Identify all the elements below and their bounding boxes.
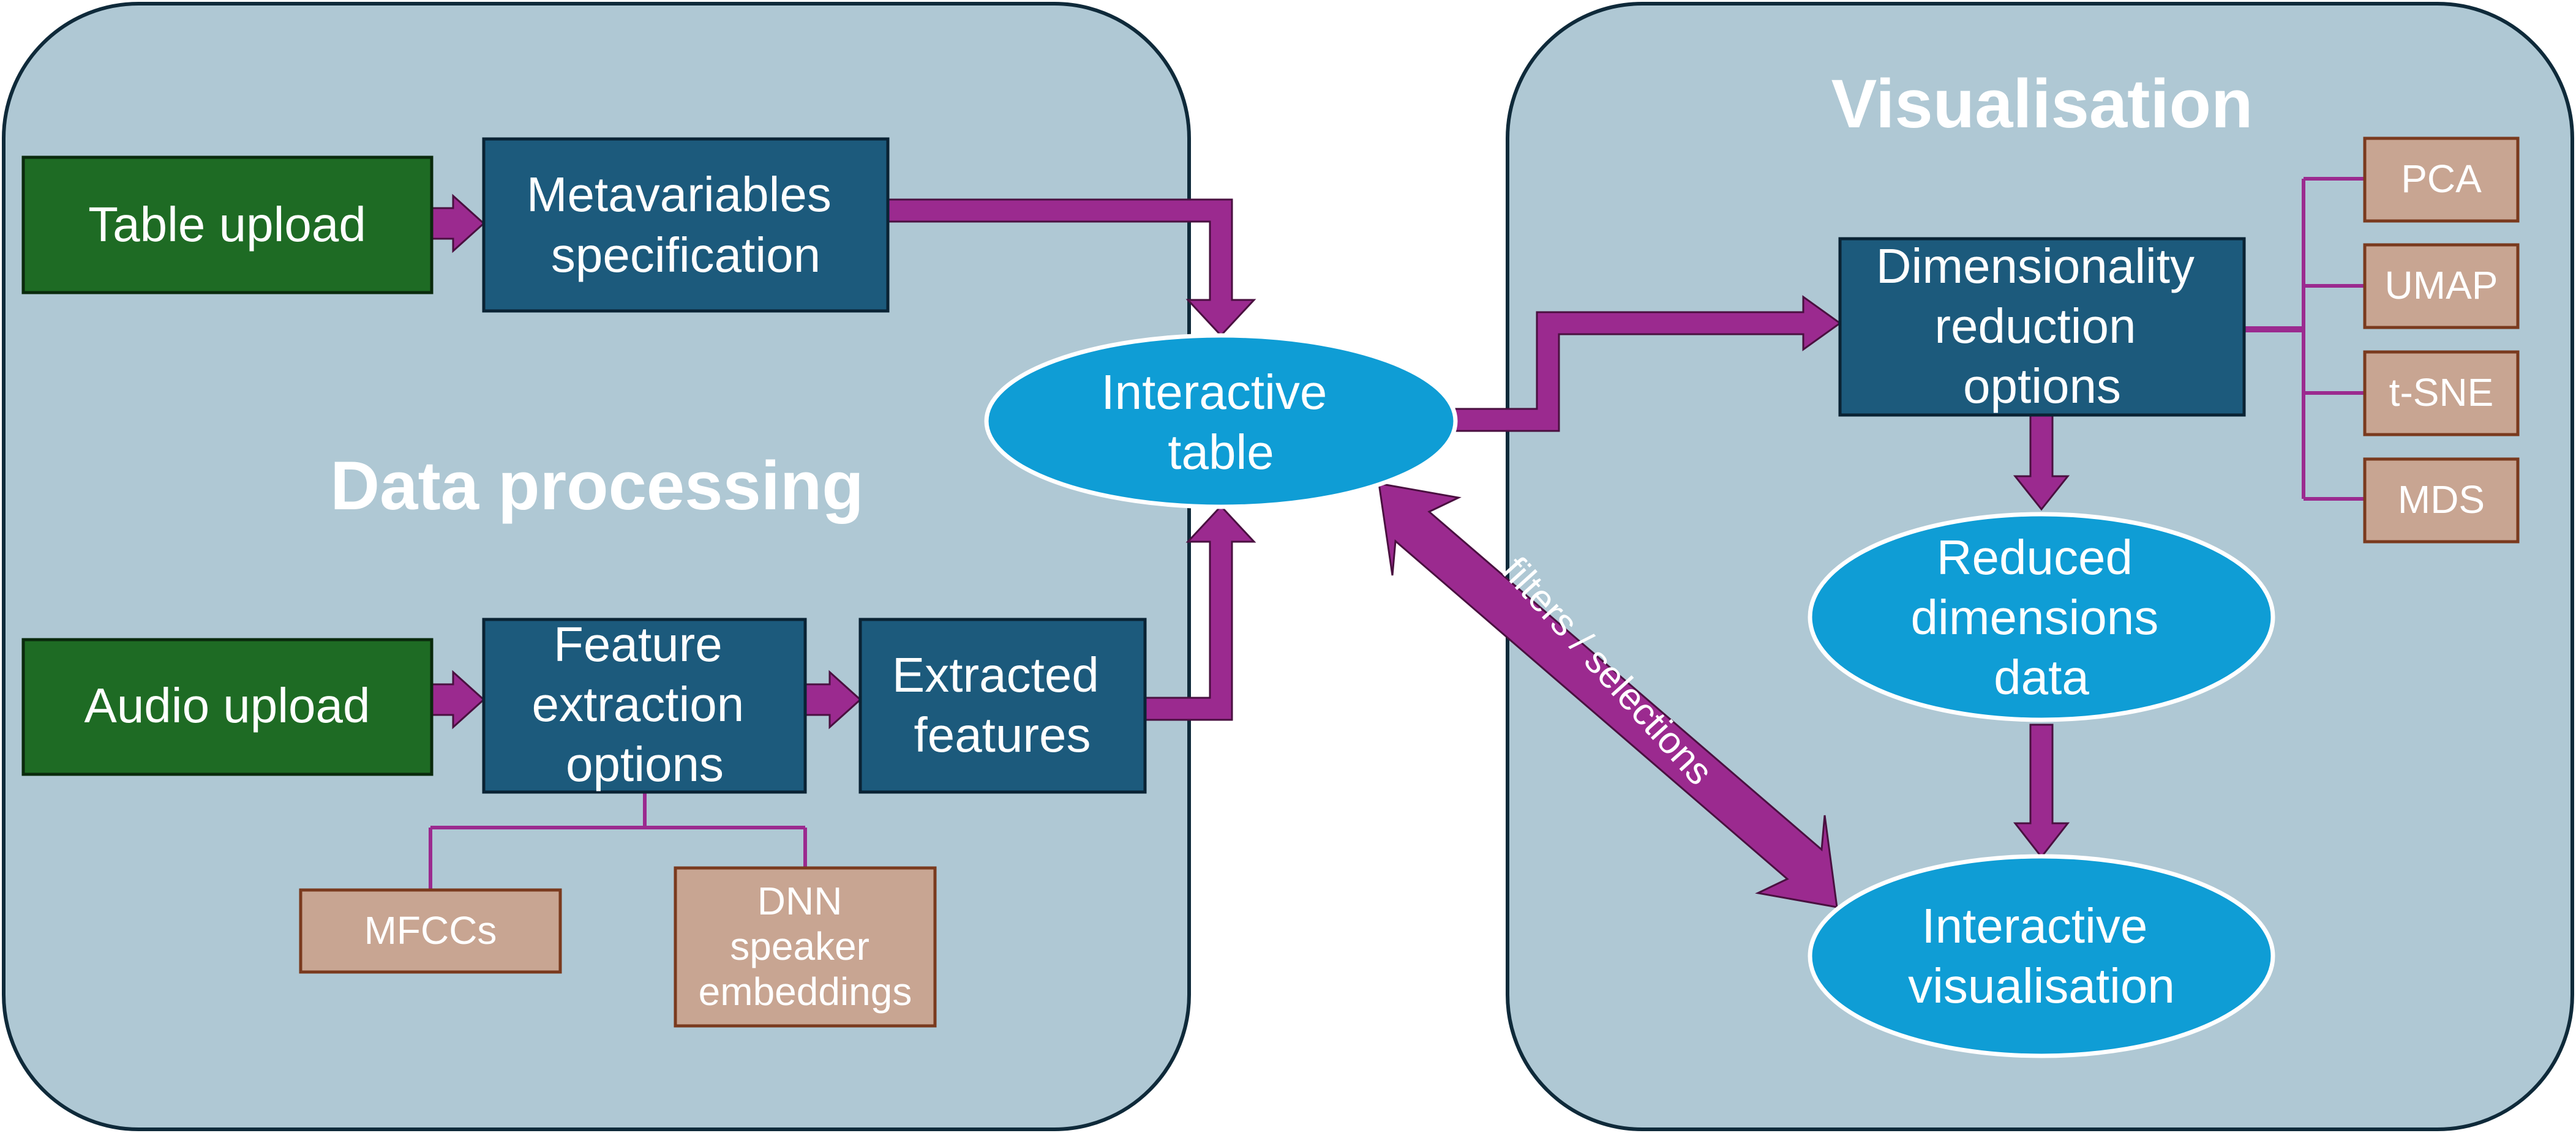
mds-label: MDS	[2398, 477, 2485, 522]
svg-text:Reduced dimensions: Reduced dimensions data	[1911, 530, 2172, 705]
dimensionality-reduction-options-box: Dimensionality reduction options	[1838, 237, 2246, 417]
svg-text:Metavariables specificat: Metavariables specification	[527, 167, 845, 282]
svg-text:Interactive visualisatio: Interactive visualisation	[1908, 899, 2175, 1013]
reduced-line-3: data	[1994, 650, 2089, 705]
arrow-meta-to-interactive-table	[887, 198, 1256, 337]
feature-extraction-options-box: Feature extraction options	[482, 617, 807, 794]
extracted-features-line-2: features	[914, 708, 1091, 762]
audio-upload-label: Audio upload	[84, 678, 370, 733]
pca-label: PCA	[2401, 157, 2482, 201]
feature-extraction-line-1: Feature	[554, 617, 723, 671]
mfccs-option-box: MFCCs	[299, 888, 562, 974]
extracted-features-box: Extracted features	[858, 618, 1147, 794]
dnn-line-2: speaker	[730, 924, 869, 968]
tsne-label: t-SNE	[2389, 370, 2494, 414]
interactive-vis-line-2: visualisation	[1908, 959, 2175, 1013]
pca-option-box: PCA	[2363, 136, 2520, 223]
feature-options-connector	[429, 792, 807, 890]
svg-text:DNN speaker embedd: DNN speaker embeddings	[699, 879, 912, 1014]
extracted-features-line-1: Extracted	[892, 648, 1099, 702]
arrow-dimred-to-reduced	[2013, 414, 2070, 511]
tsne-option-box: t-SNE	[2363, 350, 2520, 436]
metavariables-line-1: Metavariables	[527, 167, 832, 222]
reduced-dimensions-data-ellipse: Reduced dimensions data	[1808, 512, 2275, 722]
interactive-visualisation-ellipse: Interactive visualisation	[1808, 854, 2275, 1058]
table-upload-label: Table upload	[88, 197, 366, 252]
umap-label: UMAP	[2385, 263, 2498, 307]
reduced-line-1: Reduced	[1937, 530, 2133, 585]
svg-text:Feature extraction: Feature extraction options	[531, 617, 757, 791]
arrow-audio-to-feature	[430, 670, 486, 730]
dimred-line-2: reduction	[1934, 299, 2136, 353]
table-upload-box: Table upload	[21, 155, 434, 294]
arrow-feature-to-extracted	[804, 670, 862, 730]
interactive-table-line-1: Interactive	[1101, 365, 1327, 419]
audio-upload-box: Audio upload	[21, 638, 434, 776]
dnn-line-3: embeddings	[699, 970, 912, 1014]
metavariables-specification-box: Metavariables specification	[482, 137, 890, 313]
metavariables-line-2: specification	[551, 228, 820, 282]
arrow-interactive-table-to-dimred	[1442, 295, 1842, 432]
dimred-line-3: options	[1963, 359, 2121, 413]
arrow-reduced-to-visualisation	[2013, 724, 2070, 859]
svg-text:Dimensionality reduction: Dimensionality reduction options	[1876, 239, 2208, 413]
interactive-vis-line-1: Interactive	[1921, 899, 2147, 953]
reduced-line-2: dimensions	[1911, 590, 2159, 645]
mfccs-label: MFCCs	[364, 908, 497, 952]
arrow-extracted-to-interactive-table	[1144, 504, 1256, 721]
visualisation-title: Visualisation	[1831, 65, 2253, 142]
mds-option-box: MDS	[2363, 457, 2520, 544]
dimred-line-1: Dimensionality	[1876, 239, 2195, 293]
data-processing-title: Data processing	[330, 447, 863, 524]
arrow-table-to-meta	[430, 193, 486, 253]
dnn-line-1: DNN	[757, 879, 843, 923]
dimred-options-connector	[2244, 177, 2365, 501]
dnn-embeddings-option-box: DNN speaker embeddings	[674, 866, 937, 1028]
umap-option-box: UMAP	[2363, 243, 2520, 329]
feature-extraction-line-3: options	[566, 737, 724, 791]
feature-extraction-line-2: extraction	[531, 677, 744, 731]
interactive-table-line-2: table	[1168, 425, 1274, 479]
svg-text:Extracted features: Extracted features	[892, 648, 1113, 762]
svg-text:Interactive table: Interactive table	[1101, 365, 1340, 479]
interactive-table-ellipse: Interactive table	[984, 333, 1458, 509]
